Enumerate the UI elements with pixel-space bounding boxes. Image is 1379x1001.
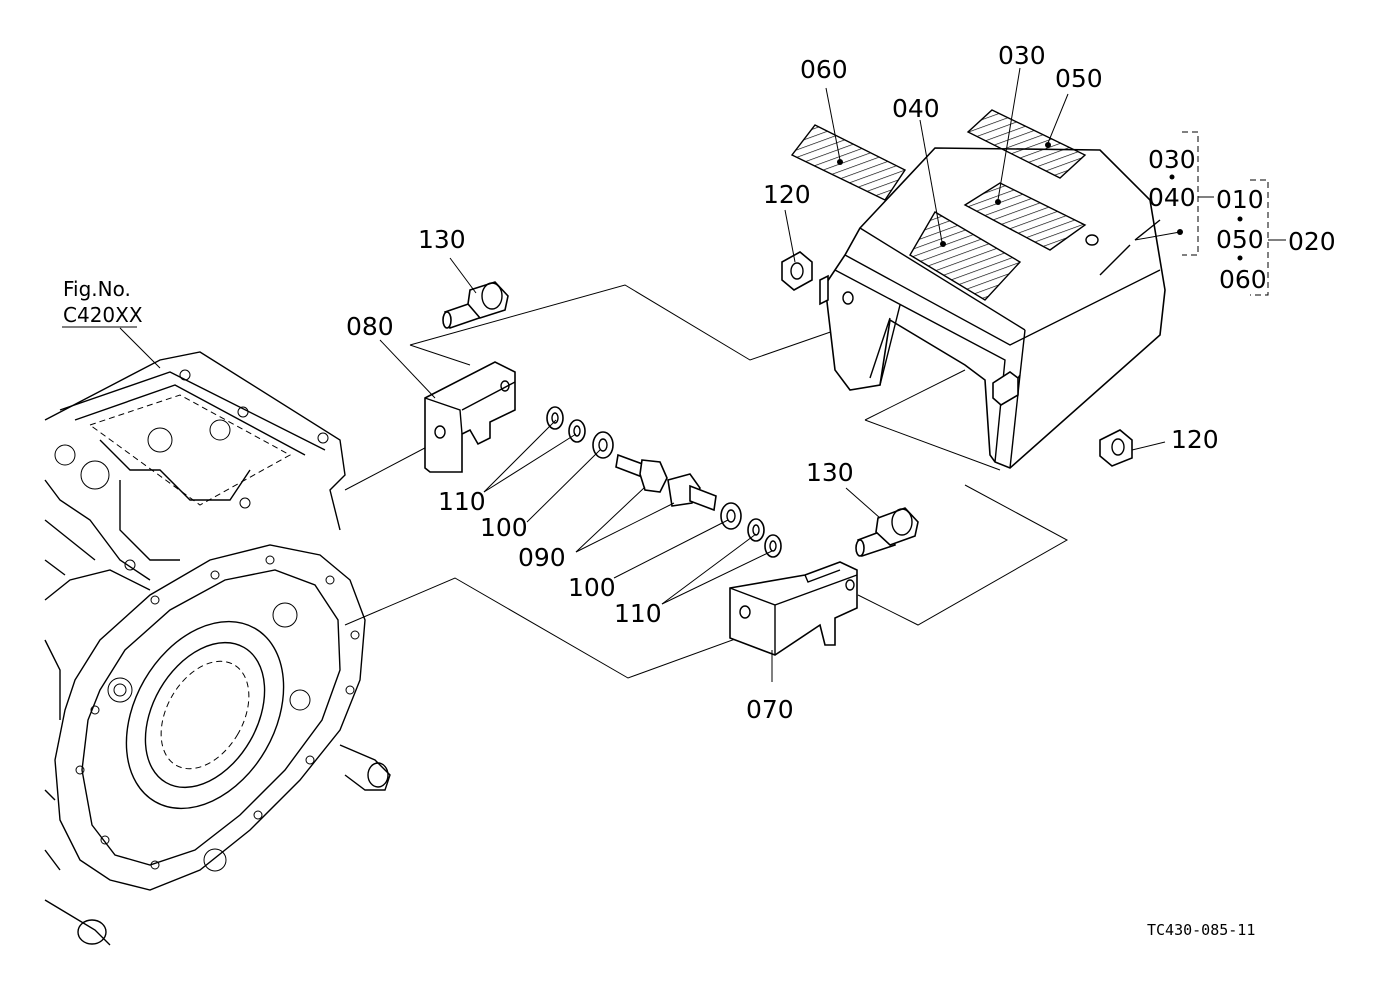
- label-030-top: 030: [998, 41, 1046, 70]
- bolt-090-lower-drawing: [667, 473, 717, 512]
- decal-050-drawing: [966, 109, 1087, 179]
- fig-no-value: C420XX: [63, 303, 143, 327]
- label-130-upper: 130: [418, 225, 466, 254]
- transmission-case-drawing: [44, 327, 391, 946]
- label-020: 020: [1288, 227, 1336, 256]
- bracket-070-drawing: [729, 561, 858, 656]
- fig-no-label: Fig.No.: [63, 277, 131, 301]
- label-070: 070: [746, 695, 794, 724]
- assembly-guide-lines: [344, 284, 1069, 679]
- label-080: 080: [346, 312, 394, 341]
- nut-120-lower-drawing: [1099, 429, 1133, 467]
- label-050-list: 050: [1216, 225, 1264, 254]
- label-130-lower: 130: [806, 458, 854, 487]
- bracket-080-drawing: [424, 361, 516, 473]
- label-040-top: 040: [892, 94, 940, 123]
- label-050-top: 050: [1055, 64, 1103, 93]
- label-090: 090: [518, 543, 566, 572]
- bolt-130-upper-drawing: [442, 281, 509, 330]
- label-120-upper: 120: [763, 180, 811, 209]
- decal-030-drawing: [963, 182, 1087, 251]
- drawing-code: TC430-085-11: [1147, 921, 1255, 939]
- label-010: 010: [1216, 185, 1264, 214]
- bolt-090-upper-drawing: [615, 453, 668, 493]
- assembly-grouping-list: [1169, 131, 1286, 296]
- label-100-lower: 100: [568, 573, 616, 602]
- bolt-130-lower-drawing: [855, 507, 919, 558]
- label-110-upper: 110: [438, 487, 486, 516]
- decal-040-drawing: [909, 211, 1022, 301]
- washer-set-upper-drawing: [546, 406, 614, 459]
- label-120-lower: 120: [1171, 425, 1219, 454]
- label-030-list: 030: [1148, 145, 1196, 174]
- leader-lines: [379, 67, 1183, 682]
- label-060-top: 060: [800, 55, 848, 84]
- label-060-list: 060: [1219, 265, 1267, 294]
- nut-120-upper-drawing: [781, 251, 813, 291]
- washer-set-lower-drawing: [720, 502, 782, 558]
- label-110-lower: 110: [614, 599, 662, 628]
- label-100-upper: 100: [480, 513, 528, 542]
- decal-060-drawing: [790, 124, 907, 201]
- label-040-list: 040: [1148, 183, 1196, 212]
